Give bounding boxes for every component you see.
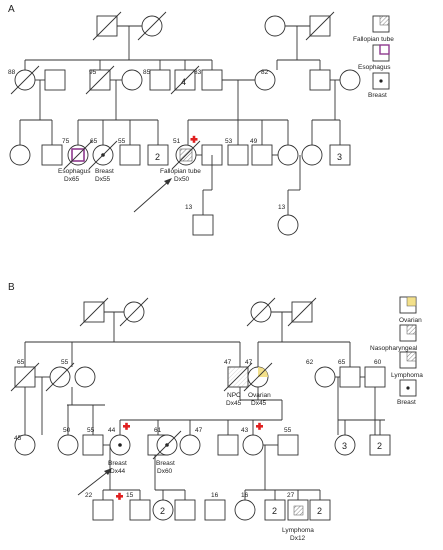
age-51: 51 (173, 138, 181, 145)
sibship-2-b2 (264, 499, 286, 521)
gen2-male-right (309, 69, 331, 91)
dx-breast-age: Dx55 (95, 176, 111, 183)
gen2-male-85 (149, 69, 171, 91)
count-2-b3: 2 (272, 506, 277, 516)
legend-a-fallopian: Fallopian tube (353, 36, 394, 43)
count-3: 3 (337, 152, 342, 162)
count-2-b1: 2 (377, 441, 382, 451)
gen1-right-couple-b (246, 297, 317, 342)
panel-b-text: 65 55 47 47 62 65 60 NPC Dx45 Ovarian Dx… (14, 317, 423, 542)
dx-ovarian: Ovarian (248, 392, 271, 399)
gen1-left-couple (92, 11, 167, 60)
gen2-spouse-male (44, 69, 66, 91)
age-27: 27 (287, 492, 295, 499)
age-55-b: 55 (61, 359, 69, 366)
age-47-gen3: 47 (195, 427, 203, 434)
legend-b-breast: Breast (397, 399, 416, 406)
age-88: 88 (8, 69, 16, 76)
dx-esophagus-age: Dx65 (64, 176, 80, 183)
panel-a-label: A (8, 4, 15, 15)
legend-b-lymphoma: Lymphoma (391, 372, 423, 379)
age-15: 15 (126, 492, 134, 499)
count-2-b2: 2 (160, 506, 165, 516)
age-16-b: 16 (241, 492, 249, 499)
age-60: 60 (374, 359, 382, 366)
proband-arrow-a (133, 179, 171, 213)
dx-npc: NPC (227, 392, 241, 399)
dx-breast-b2: Breast (156, 460, 175, 467)
count-4: 4 (181, 77, 186, 87)
gen1-right-couple (264, 11, 335, 60)
carrier-female-b (242, 434, 264, 456)
count-3-b: 3 (342, 441, 347, 451)
age-13-male: 13 (185, 204, 193, 211)
proband-arrow-b (77, 469, 111, 496)
age-49: 49 (250, 138, 258, 145)
age-53: 53 (225, 138, 233, 145)
age-45: 45 (14, 435, 22, 442)
dx-lymphoma: Lymphoma (282, 527, 314, 534)
panel-b-label: B (8, 282, 15, 293)
legend-a-breast: Breast (368, 92, 387, 99)
count-2: 2 (155, 152, 160, 162)
dx-lymphoma-age: Dx12 (290, 535, 306, 542)
age-75: 75 (62, 138, 70, 145)
panel-b: B (8, 282, 417, 521)
panel-a-text: 88 95 85 83 82 4 75 65 55 51 53 49 2 3 E… (8, 36, 394, 211)
dx-fallopian: Fallopian tube (160, 168, 201, 175)
legend-b-ovarian: Ovarian (399, 317, 422, 324)
dx-breast-b2-age: Dx60 (157, 468, 173, 475)
age-85: 85 (143, 69, 151, 76)
dx-ovarian-age: Dx45 (251, 400, 267, 407)
dx-breast-b1: Breast (108, 460, 127, 467)
gen2-female-82 (254, 69, 276, 91)
age-44: 44 (108, 427, 116, 434)
age-62: 62 (306, 359, 314, 366)
age-65-b: 65 (17, 359, 25, 366)
age-82: 82 (261, 69, 269, 76)
dx-fallopian-age: Dx50 (174, 176, 190, 183)
legend-b-naso: Nasopharyngeal (370, 345, 418, 352)
age-47-npc: 47 (224, 359, 232, 366)
legend-a-esophagus: Esophagus (358, 64, 391, 71)
age-16-a: 16 (211, 492, 219, 499)
dx-esophagus: Esophagus (58, 168, 91, 175)
gen2-male-83 (201, 69, 223, 91)
sibship-2-a (147, 144, 169, 166)
age-61: 61 (154, 427, 162, 434)
age-13-female: 13 (278, 204, 286, 211)
carrier-marker-a (190, 135, 198, 143)
age-65-right: 65 (338, 359, 346, 366)
age-83: 83 (194, 69, 202, 76)
carrier-marker-b1 (123, 422, 130, 430)
legend-b (399, 296, 417, 397)
age-43: 43 (241, 427, 249, 434)
sibship-2-b1 (152, 499, 174, 521)
age-55-right: 55 (284, 427, 292, 434)
panel-a: A (8, 4, 390, 236)
age-65: 65 (90, 138, 98, 145)
age-55: 55 (118, 138, 126, 145)
age-95: 95 (89, 69, 97, 76)
count-2-b4: 2 (317, 506, 322, 516)
age-47-ovarian: 47 (245, 359, 253, 366)
carrier-marker-b2 (256, 422, 263, 430)
dx-npc-age: Dx45 (226, 400, 242, 407)
age-50: 50 (63, 427, 71, 434)
dx-breast-b1-age: Dx44 (110, 468, 126, 475)
sibship-3-a (329, 144, 351, 166)
sibship-2-b3 (309, 499, 331, 521)
legend-a (372, 15, 390, 90)
dx-breast: Breast (95, 168, 114, 175)
gen1-left-couple-b (79, 297, 149, 342)
carrier-marker-b3 (116, 492, 123, 500)
age-22: 22 (85, 492, 93, 499)
age-55-gen3: 55 (87, 427, 95, 434)
